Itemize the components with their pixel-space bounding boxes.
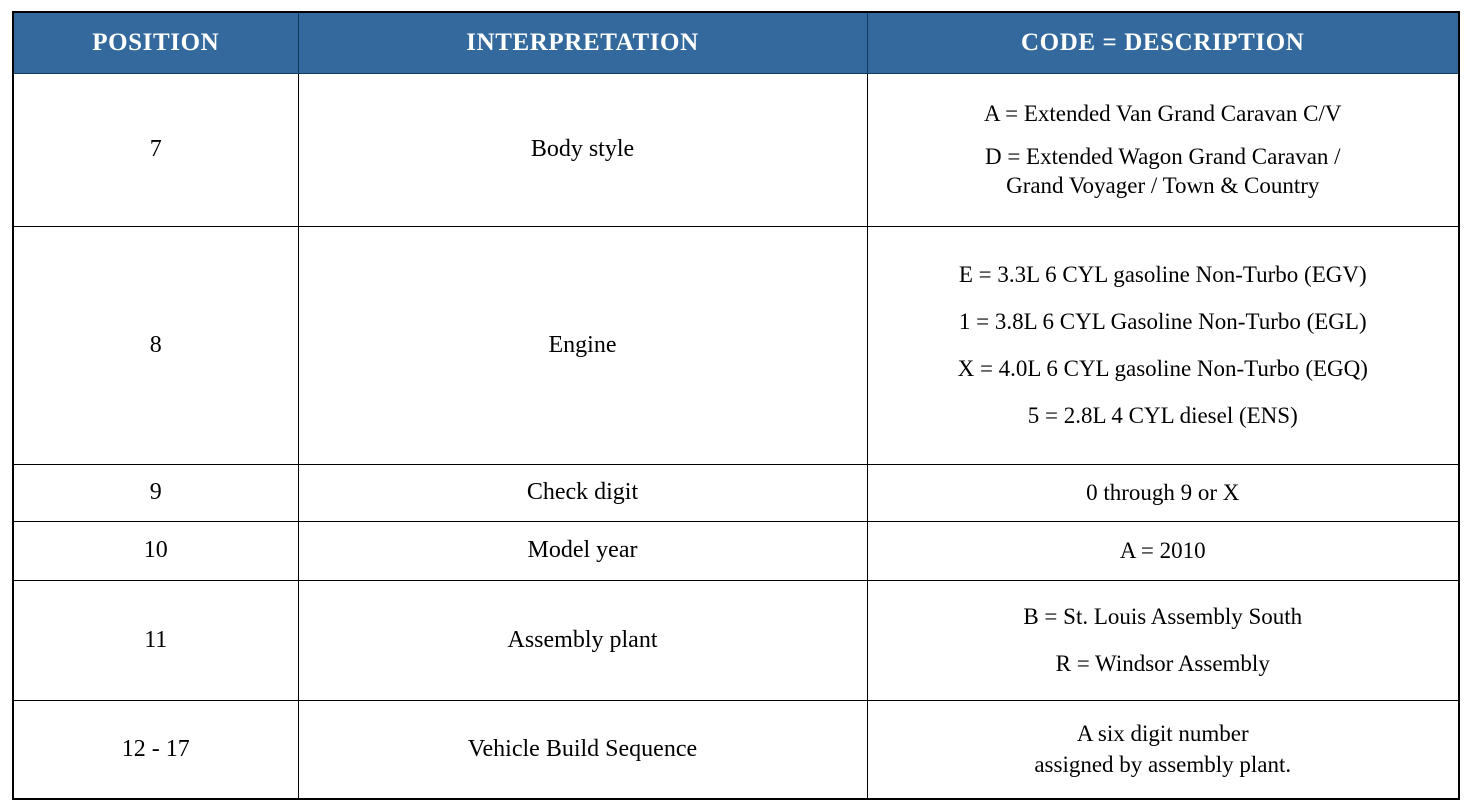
code-line-list: A = Extended Van Grand Caravan C/V D = E… [876, 99, 1451, 202]
table-body: 7 Body style A = Extended Van Grand Cara… [12, 73, 1460, 800]
code-line: 0 through 9 or X [1086, 480, 1240, 506]
code-line: 5 = 2.8L 4 CYL diesel (ENS) [1027, 402, 1298, 428]
code-line: B = St. Louis Assembly South [1023, 604, 1303, 629]
column-header-code-description: CODE = DESCRIPTION [866, 12, 1459, 74]
code-line: 1 = 3.8L 6 CYL Gasoline Non-Turbo (EGL) [958, 309, 1367, 335]
cell-interpretation: Model year [297, 521, 868, 581]
vin-decoder-table-container: POSITION INTERPRETATION CODE = DESCRIPTI… [12, 11, 1460, 801]
cell-code-description: 0 through 9 or X [866, 464, 1460, 522]
code-line-list: 0 through 9 or X [876, 478, 1451, 508]
code-line-list: A six digit number assigned by assembly … [876, 719, 1451, 780]
column-header-position: POSITION [13, 12, 299, 74]
code-line: R = Windsor Assembly [1055, 650, 1270, 676]
code-line: assigned by assembly plant. [1034, 751, 1292, 777]
vin-decoder-table: POSITION INTERPRETATION CODE = DESCRIPTI… [12, 11, 1460, 801]
code-line: E = 3.3L 6 CYL gasoline Non-Turbo (EGV) [958, 262, 1367, 288]
code-line-list: B = St. Louis Assembly South R = Windsor… [876, 602, 1451, 679]
cell-code-description: B = St. Louis Assembly South R = Windsor… [866, 580, 1460, 701]
table-row: 12 - 17 Vehicle Build Sequence A six dig… [12, 699, 1460, 800]
cell-position: 11 [12, 580, 299, 701]
cell-interpretation: Check digit [297, 464, 868, 522]
cell-position: 10 [12, 521, 299, 581]
cell-interpretation: Assembly plant [297, 580, 868, 701]
cell-interpretation: Engine [297, 226, 868, 465]
cell-interpretation: Body style [297, 73, 868, 227]
code-line: A = 2010 [1119, 538, 1206, 564]
cell-interpretation: Vehicle Build Sequence [297, 699, 868, 800]
code-line-list: A = 2010 [876, 536, 1451, 566]
code-line: A = Extended Van Grand Caravan C/V [984, 100, 1342, 126]
table-row: 11 Assembly plant B = St. Louis Assembly… [12, 580, 1460, 701]
table-row: 10 Model year A = 2010 [12, 521, 1460, 581]
code-line: X = 4.0L 6 CYL gasoline Non-Turbo (EGQ) [957, 356, 1368, 381]
table-header: POSITION INTERPRETATION CODE = DESCRIPTI… [13, 12, 1459, 74]
cell-position: 9 [12, 464, 299, 522]
cell-code-description: A = Extended Van Grand Caravan C/V D = E… [866, 73, 1460, 227]
cell-position: 12 - 17 [12, 699, 299, 800]
cell-position: 7 [12, 73, 299, 227]
code-line-list: E = 3.3L 6 CYL gasoline Non-Turbo (EGV) … [876, 260, 1451, 431]
cell-code-description: A six digit number assigned by assembly … [866, 699, 1460, 800]
column-header-interpretation: INTERPRETATION [297, 12, 868, 74]
table-row: 9 Check digit 0 through 9 or X [12, 464, 1460, 522]
cell-code-description: E = 3.3L 6 CYL gasoline Non-Turbo (EGV) … [866, 226, 1460, 465]
cell-code-description: A = 2010 [866, 521, 1460, 581]
cell-position: 8 [12, 226, 299, 465]
code-line: A six digit number [1076, 720, 1249, 746]
code-line: D = Extended Wagon Grand Caravan /Grand … [984, 143, 1341, 199]
table-row: 8 Engine E = 3.3L 6 CYL gasoline Non-Tur… [12, 226, 1460, 465]
table-row: 7 Body style A = Extended Van Grand Cara… [12, 73, 1460, 227]
table-header-row: POSITION INTERPRETATION CODE = DESCRIPTI… [13, 12, 1459, 74]
